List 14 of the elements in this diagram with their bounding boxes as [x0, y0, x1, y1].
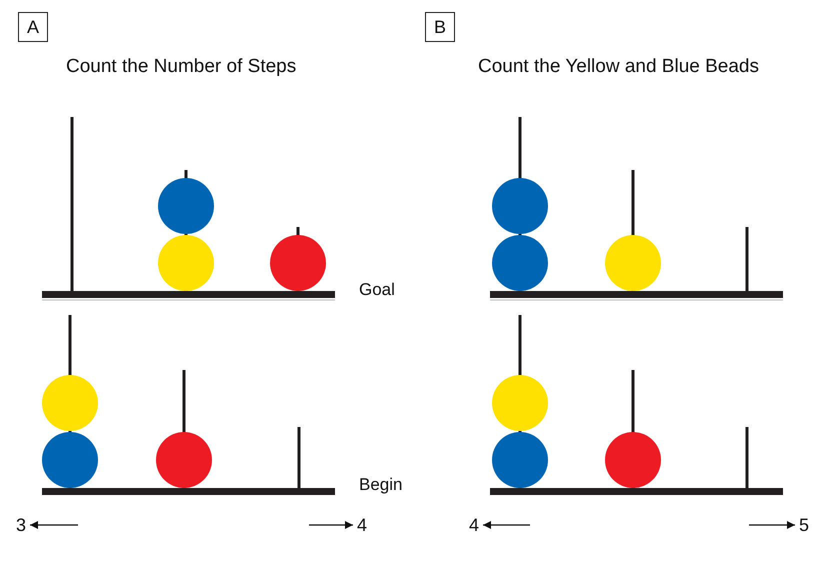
row-label: Goal [359, 280, 395, 300]
arrow [483, 521, 530, 529]
panel-letter: A [18, 12, 48, 42]
arrow [30, 521, 78, 529]
panel-title: Count the Number of Steps [66, 56, 296, 78]
step-count: 4 [355, 515, 369, 535]
step-count: 4 [467, 515, 481, 535]
row-label: Begin [359, 475, 402, 495]
arrow [309, 521, 353, 529]
panel-title: Count the Yellow and Blue Beads [478, 56, 759, 78]
arrow [749, 521, 795, 529]
step-count: 5 [797, 515, 811, 535]
panel-letter: B [425, 12, 455, 42]
step-count: 3 [14, 515, 28, 535]
